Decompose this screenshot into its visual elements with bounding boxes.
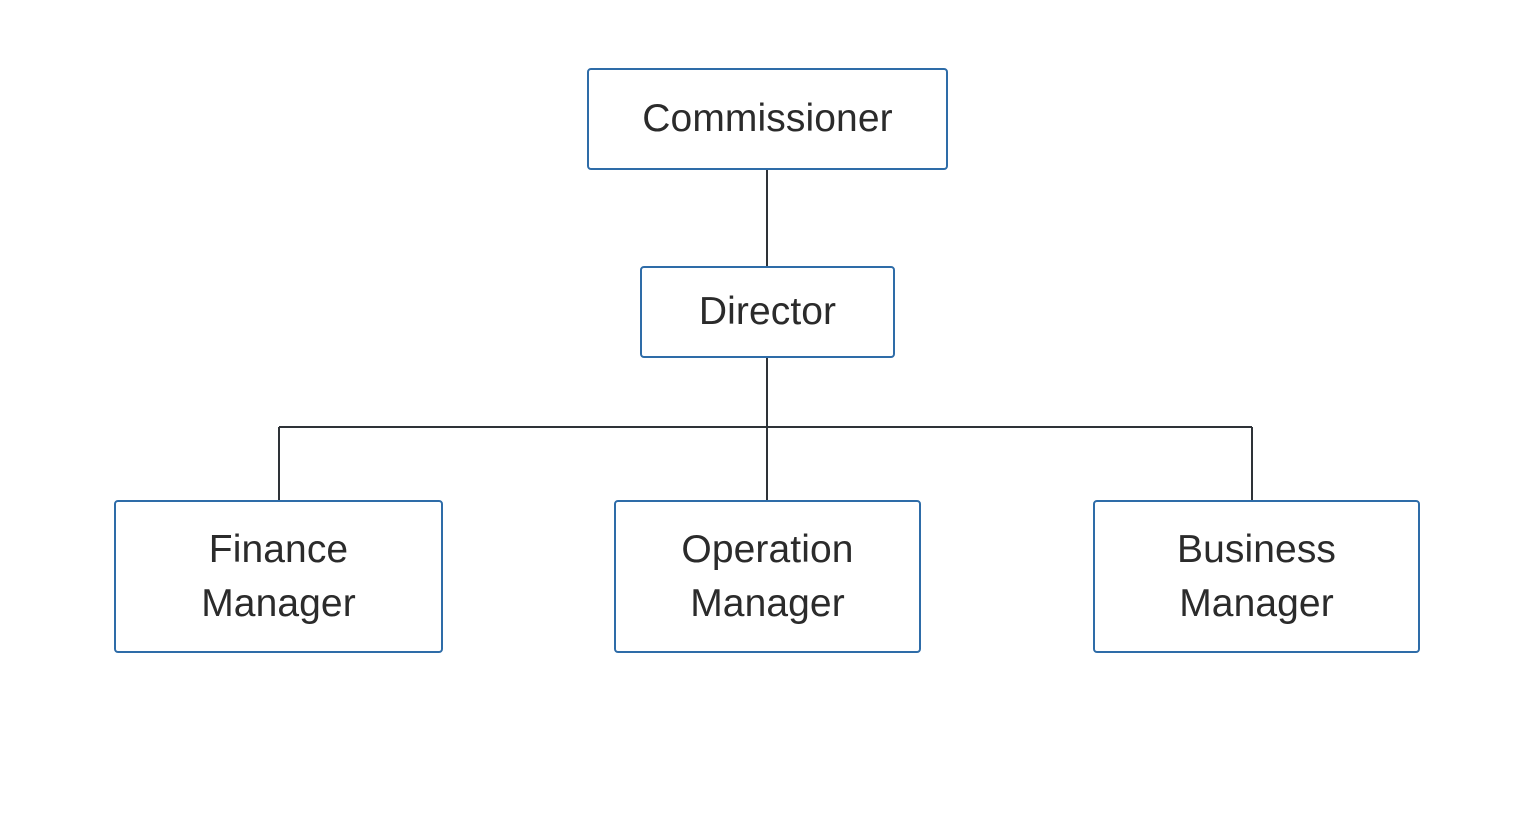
node-commissioner-label: Commissioner [642, 97, 893, 141]
node-operation-manager[interactable]: Operation Manager [614, 500, 921, 653]
node-director-label: Director [698, 290, 837, 334]
node-commissioner[interactable]: Commissioner [587, 68, 948, 170]
node-business-manager[interactable]: Business Manager [1093, 500, 1420, 653]
node-director[interactable]: Director [640, 266, 895, 358]
node-finance-manager[interactable]: Finance Manager [114, 500, 443, 653]
node-finance-manager-label: Finance Manager [201, 527, 356, 625]
node-business-manager-label: Business Manager [1176, 527, 1337, 625]
node-operation-manager-label: Operation Manager [681, 527, 854, 625]
